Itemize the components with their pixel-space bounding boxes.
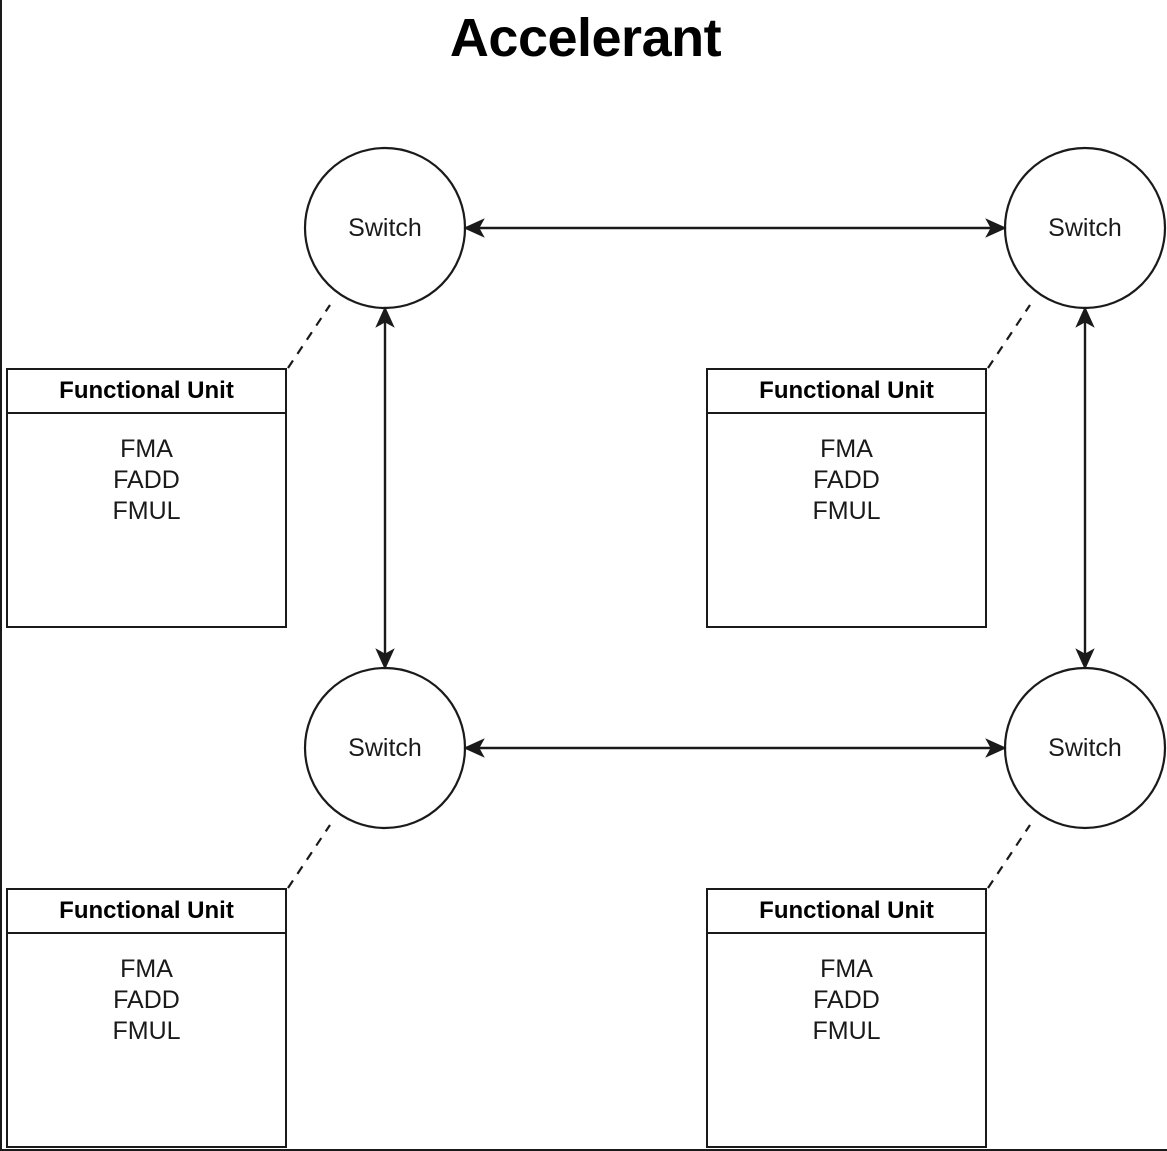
op-fmul: FMUL — [812, 497, 881, 525]
functional-unit-top-left[interactable]: Functional Unit FMA FADD FMUL — [6, 368, 287, 628]
switch-label-top-left: Switch — [348, 214, 422, 242]
op-fmul: FMUL — [812, 1017, 881, 1045]
page-title: Accelerant — [449, 8, 722, 68]
functional-unit-bottom-left[interactable]: Functional Unit FMA FADD FMUL — [6, 888, 287, 1148]
functional-unit-header: Functional Unit — [8, 370, 285, 414]
functional-unit-header: Functional Unit — [8, 890, 285, 934]
op-fma: FMA — [120, 955, 173, 983]
op-fmul: FMUL — [112, 497, 181, 525]
functional-unit-top-right[interactable]: Functional Unit FMA FADD FMUL — [706, 368, 987, 628]
attach-line-top-left — [287, 304, 331, 369]
op-fma: FMA — [120, 435, 173, 463]
op-fadd: FADD — [813, 986, 880, 1014]
functional-unit-bottom-right[interactable]: Functional Unit FMA FADD FMUL — [706, 888, 987, 1148]
switch-label-bottom-right: Switch — [1048, 734, 1122, 762]
op-fma: FMA — [820, 955, 873, 983]
functional-unit-header: Functional Unit — [708, 890, 985, 934]
functional-unit-ops: FMA FADD FMUL — [708, 934, 985, 1047]
op-fadd: FADD — [813, 466, 880, 494]
attach-line-bottom-left — [287, 824, 331, 889]
switch-label-top-right: Switch — [1048, 214, 1122, 242]
functional-unit-ops: FMA FADD FMUL — [8, 934, 285, 1047]
op-fadd: FADD — [113, 986, 180, 1014]
functional-unit-ops: FMA FADD FMUL — [708, 414, 985, 527]
op-fadd: FADD — [113, 466, 180, 494]
op-fmul: FMUL — [112, 1017, 181, 1045]
op-fma: FMA — [820, 435, 873, 463]
functional-unit-header: Functional Unit — [708, 370, 985, 414]
attach-line-bottom-right — [987, 824, 1031, 889]
functional-unit-ops: FMA FADD FMUL — [8, 414, 285, 527]
attach-line-top-right — [987, 304, 1031, 369]
switch-label-bottom-left: Switch — [348, 734, 422, 762]
